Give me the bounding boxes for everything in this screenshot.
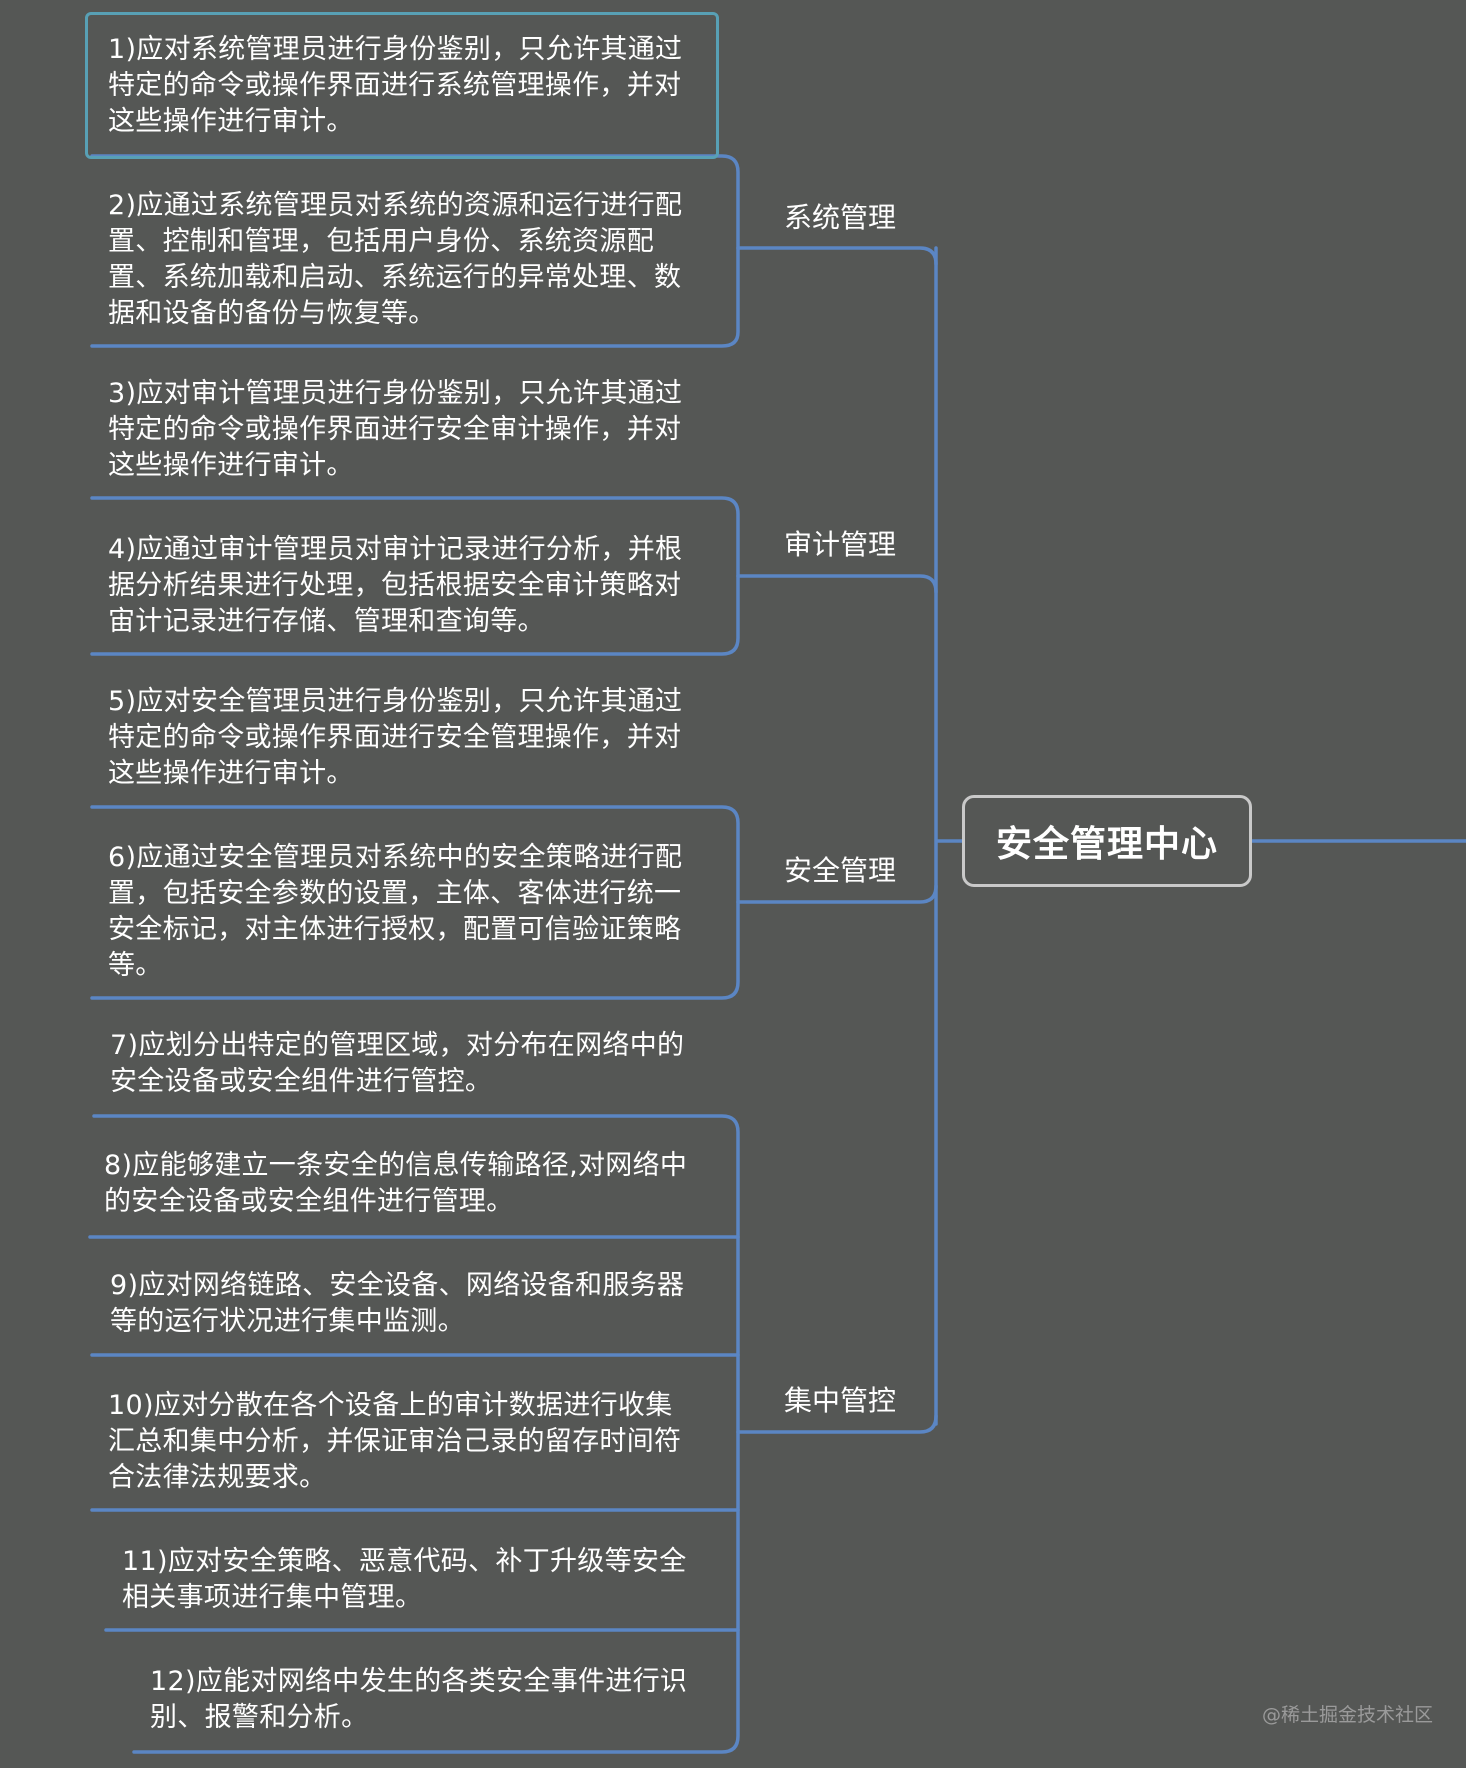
bracket-central: [92, 1114, 740, 1754]
item-4[interactable]: 4)应通过审计管理员对审计记录进行分析，并根 据分析结果进行处理，包括根据安全审…: [108, 534, 683, 637]
bracket-audit: [90, 496, 740, 656]
bracket-system: [90, 154, 740, 348]
category-connector-audit: [736, 574, 938, 594]
category-central[interactable]: 集中管控: [783, 1384, 896, 1417]
category-connector-central: [736, 1414, 938, 1434]
root-node[interactable]: 安全管理中心: [962, 795, 1252, 887]
category-connector-security: [736, 884, 938, 904]
item-2[interactable]: 2)应通过系统管理员对系统的资源和运行进行配 置、控制和管理，包括用户身份、系统…: [108, 190, 683, 329]
category-system[interactable]: 系统管理: [783, 201, 896, 234]
item-6[interactable]: 6)应通过安全管理员对系统中的安全策略进行配 置，包括安全参数的设置，主体、客体…: [108, 842, 683, 981]
item-5[interactable]: 5)应对安全管理员进行身份鉴别，只允许其通过 特定的命令或操作界面进行安全管理操…: [108, 686, 683, 789]
bracket-security: [90, 805, 740, 1000]
item-12[interactable]: 12)应能对网络中发生的各类安全事件进行识 别、报警和分析。: [150, 1666, 688, 1733]
item-10[interactable]: 10)应对分散在各个设备上的审计数据进行收集 汇总和集中分析，并保证审治己录的留…: [108, 1390, 682, 1493]
item-9[interactable]: 9)应对网络链路、安全设备、网络设备和服务器 等的运行状况进行集中监测。: [110, 1270, 685, 1337]
trunk-connector: [934, 246, 964, 1426]
item-7[interactable]: 7)应划分出特定的管理区域，对分布在网络中的 安全设备或安全组件进行管控。: [110, 1030, 685, 1097]
item-11[interactable]: 11)应对安全策略、恶意代码、补丁升级等安全 相关事项进行集中管理。: [122, 1546, 687, 1613]
item-3[interactable]: 3)应对审计管理员进行身份鉴别，只允许其通过 特定的命令或操作界面进行安全审计操…: [108, 378, 683, 481]
category-connector-system: [736, 246, 938, 266]
category-audit[interactable]: 审计管理: [783, 528, 896, 561]
item-1[interactable]: 1)应对系统管理员进行身份鉴别，只允许其通过 特定的命令或操作界面进行系统管理操…: [108, 34, 683, 137]
category-security[interactable]: 安全管理: [783, 854, 896, 887]
watermark: @稀土掘金技术社区: [1262, 1704, 1434, 1726]
item-8[interactable]: 8)应能够建立一条安全的信息传输路径,对网络中 的安全设备或安全组件进行管理。: [104, 1150, 688, 1217]
selected-item-frame: [85, 12, 719, 159]
